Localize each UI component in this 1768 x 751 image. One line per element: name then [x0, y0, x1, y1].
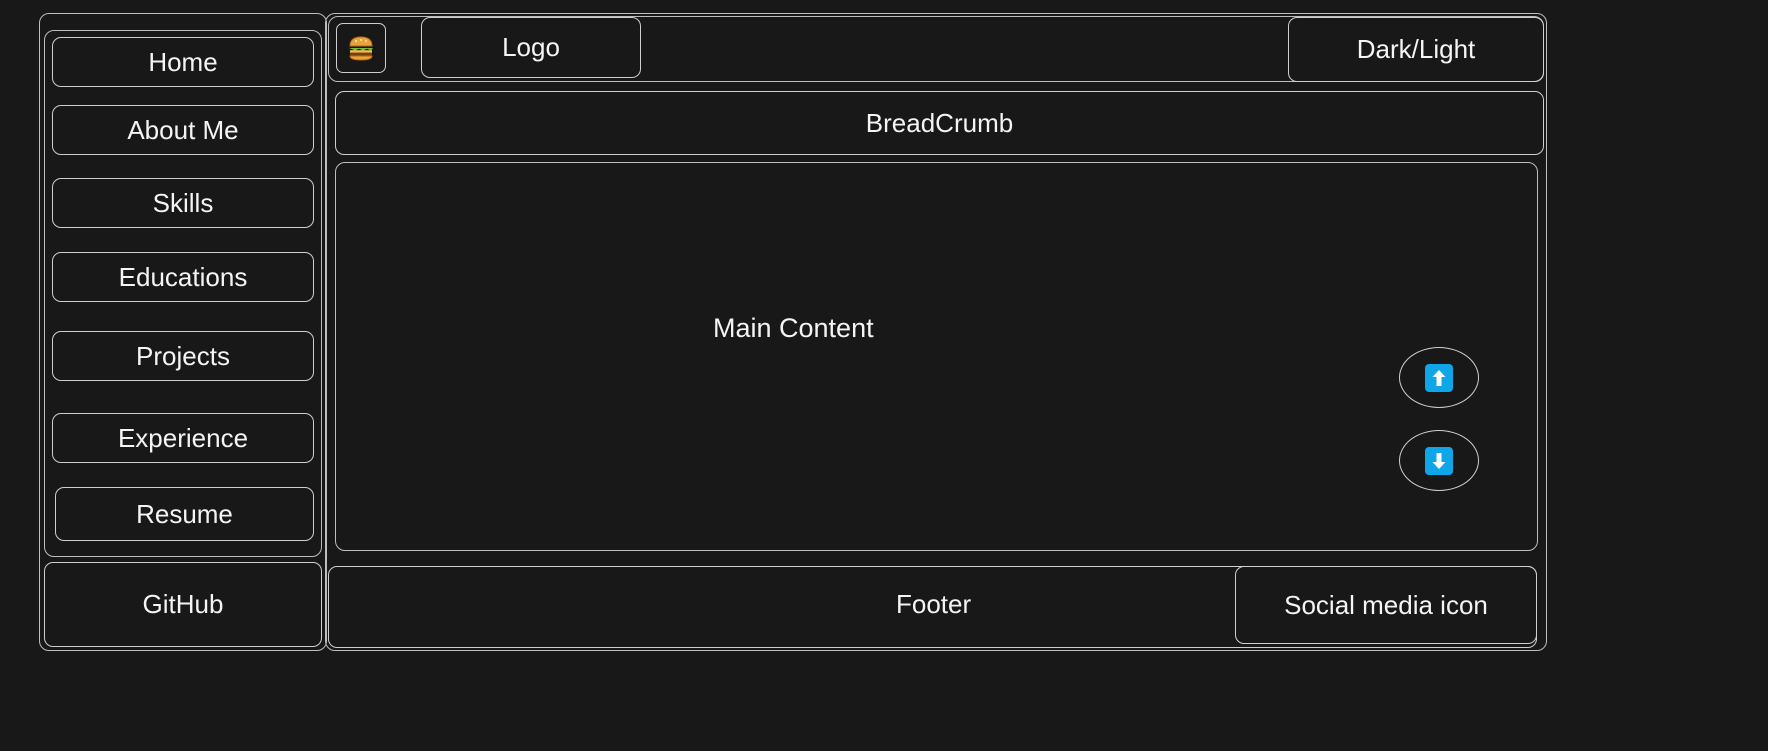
theme-toggle-label: Dark/Light — [1356, 34, 1476, 64]
github-label: GitHub — [142, 589, 224, 619]
footer-label: Footer — [896, 589, 972, 619]
sidebar-item-label: Resume — [136, 498, 233, 529]
scroll-down-button[interactable] — [1399, 430, 1479, 491]
hamburger-menu-button[interactable] — [336, 23, 386, 73]
main-content-label: Main Content — [713, 313, 874, 343]
sidebar-item-about-me[interactable]: About Me — [52, 105, 314, 155]
sidebar-outer-frame — [39, 13, 327, 651]
sidebar-nav-frame — [44, 30, 322, 557]
sidebar-item-resume[interactable]: Resume — [55, 487, 314, 541]
sidebar-item-label: Projects — [136, 340, 230, 371]
sidebar-item-label: Experience — [117, 422, 249, 453]
sidebar-item-label: About Me — [127, 114, 239, 145]
sidebar-item-projects[interactable]: Projects — [52, 331, 314, 381]
social-media-label: Social media icon — [1284, 589, 1488, 620]
sidebar-item-home[interactable]: Home — [52, 37, 314, 87]
main-content-area — [335, 162, 1538, 551]
scroll-up-button[interactable] — [1399, 347, 1479, 408]
sidebar-item-experience[interactable]: Experience — [52, 413, 314, 463]
breadcrumb[interactable]: BreadCrumb — [335, 91, 1544, 155]
hamburger-icon — [347, 35, 375, 61]
sidebar-item-label: Educations — [118, 261, 248, 292]
sidebar-item-educations[interactable]: Educations — [52, 252, 314, 302]
up-arrow-icon — [1425, 363, 1453, 392]
github-link[interactable]: GitHub — [44, 562, 322, 647]
sidebar-item-label: Skills — [152, 187, 214, 218]
down-arrow-icon — [1425, 446, 1453, 475]
logo[interactable]: Logo — [421, 17, 641, 78]
logo-label: Logo — [502, 32, 560, 62]
sidebar-item-skills[interactable]: Skills — [52, 178, 314, 228]
content-outer-frame — [325, 13, 1547, 651]
theme-toggle-button[interactable]: Dark/Light — [1288, 17, 1544, 82]
sidebar-item-label: Home — [148, 46, 218, 77]
breadcrumb-label: BreadCrumb — [865, 107, 1014, 138]
footer: Footer — [328, 566, 1537, 648]
social-media-icon-button[interactable]: Social media icon — [1235, 566, 1537, 644]
